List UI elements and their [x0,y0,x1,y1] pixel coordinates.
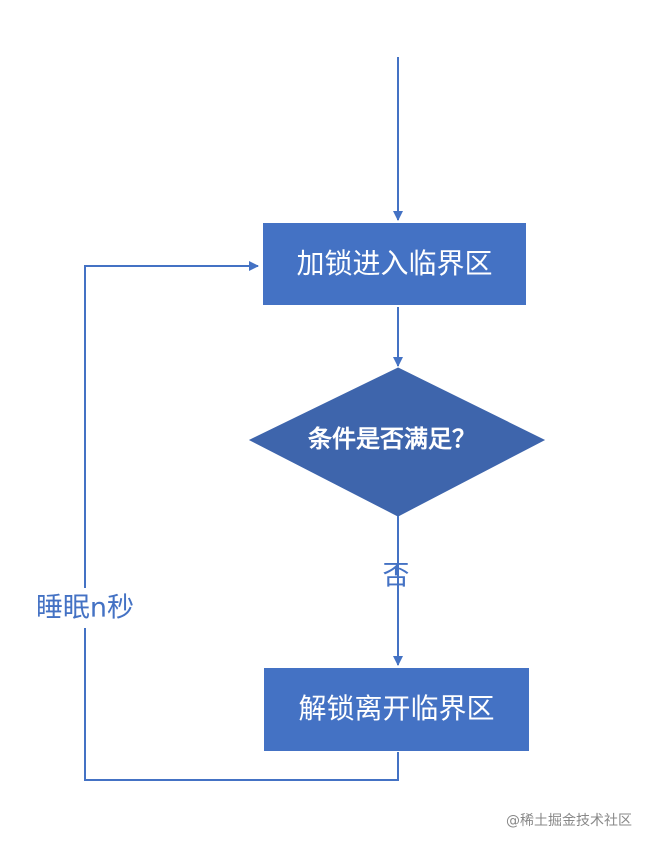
sleep-edge-label: 睡眠n秒 [36,593,134,624]
sleep-loop-line [84,261,399,781]
watermark-text: @稀土掘金技术社区 [506,813,632,829]
unlock-leave-box [262,666,531,753]
lock-enter-label: 加锁进入临界区 [296,247,492,280]
lock-enter-box [261,221,528,307]
condition-label: 条件是否满足？ [308,425,476,453]
unlock-leave-label: 解锁离开临界区 [298,692,494,725]
sleep-label-background [18,588,152,628]
no-edge-label: 否 [383,561,410,592]
